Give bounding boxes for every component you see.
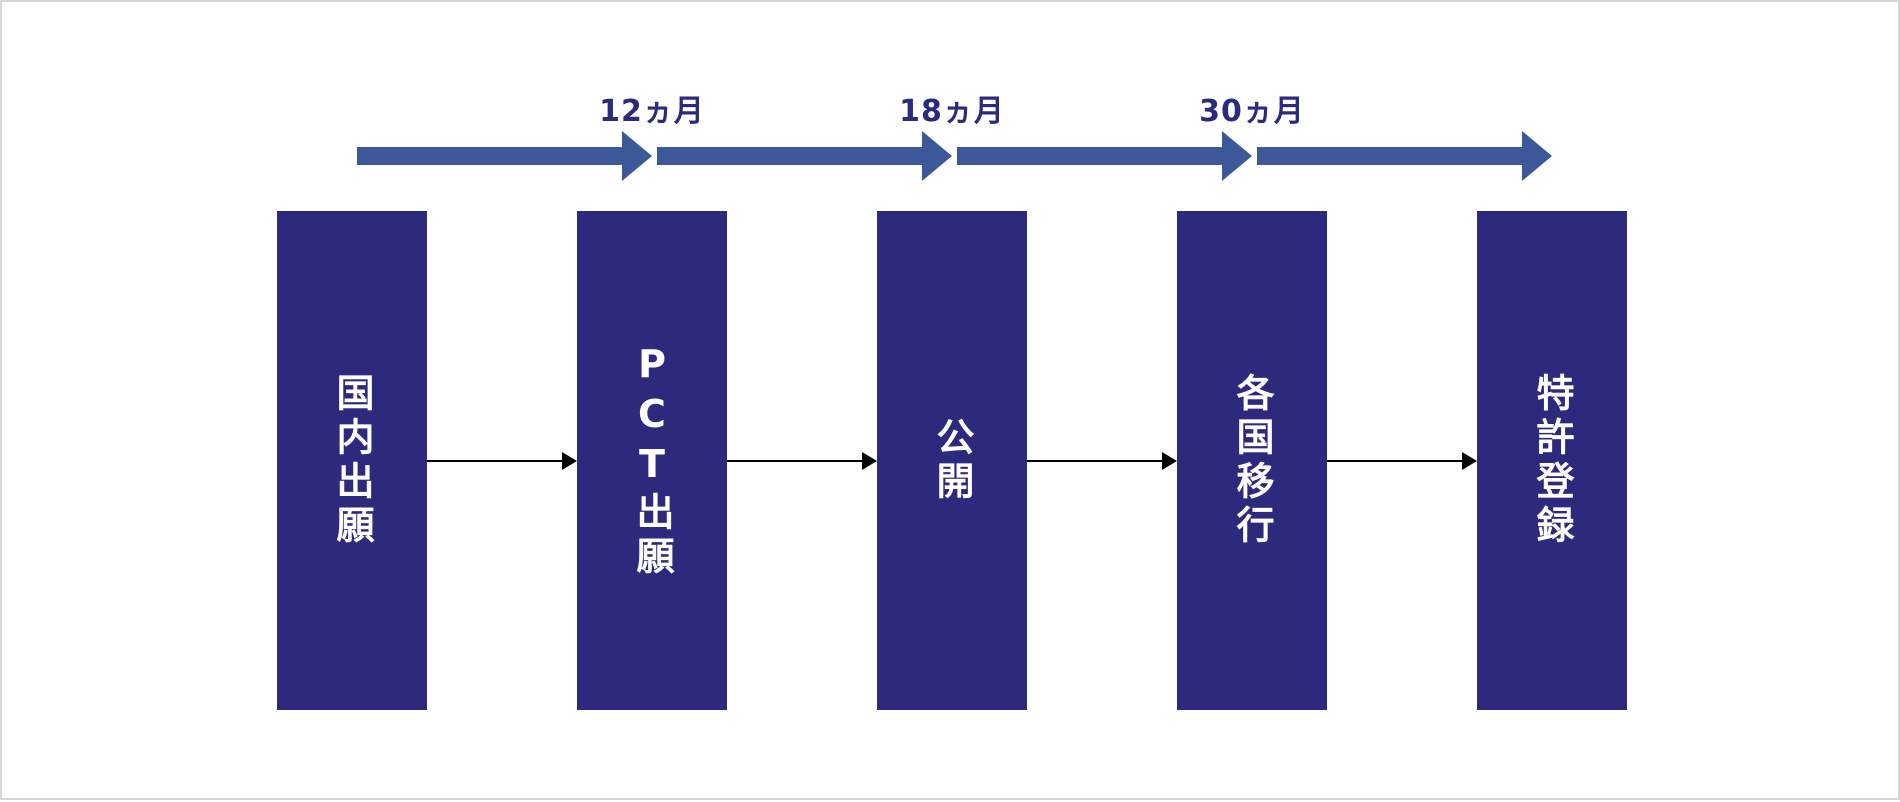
stage-domestic-filing: 国内出願 [277, 211, 427, 710]
stage-patent-registration: 特許登録 [1477, 211, 1627, 710]
timeline-arrow-2 [657, 131, 952, 181]
timeline-arrow-4 [1257, 131, 1552, 181]
stage-label: 特許登録 [1530, 372, 1574, 549]
timeline-arrows [357, 131, 1552, 181]
stage-label: PCT出願 [630, 341, 674, 580]
stage-publication: 公開 [877, 211, 1027, 710]
connector-arrow-1 [427, 452, 577, 470]
period-label-12-months: 12ヵ月 [599, 94, 705, 129]
period-label-30-months: 30ヵ月 [1199, 94, 1305, 129]
stage-label: 国内出願 [330, 372, 374, 549]
connector-arrow-2 [727, 452, 877, 470]
stage-national-phase: 各国移行 [1177, 211, 1327, 710]
connector-arrow-4 [1327, 452, 1477, 470]
connector-arrows [427, 452, 1477, 470]
timeline-arrow-1 [357, 131, 652, 181]
connector-arrow-3 [1027, 452, 1177, 470]
stage-label: 各国移行 [1230, 372, 1274, 549]
timeline-arrow-3 [957, 131, 1252, 181]
period-label-18-months: 18ヵ月 [899, 94, 1005, 129]
stage-label: 公開 [930, 416, 974, 505]
stage-pct-filing: PCT出願 [577, 211, 727, 710]
